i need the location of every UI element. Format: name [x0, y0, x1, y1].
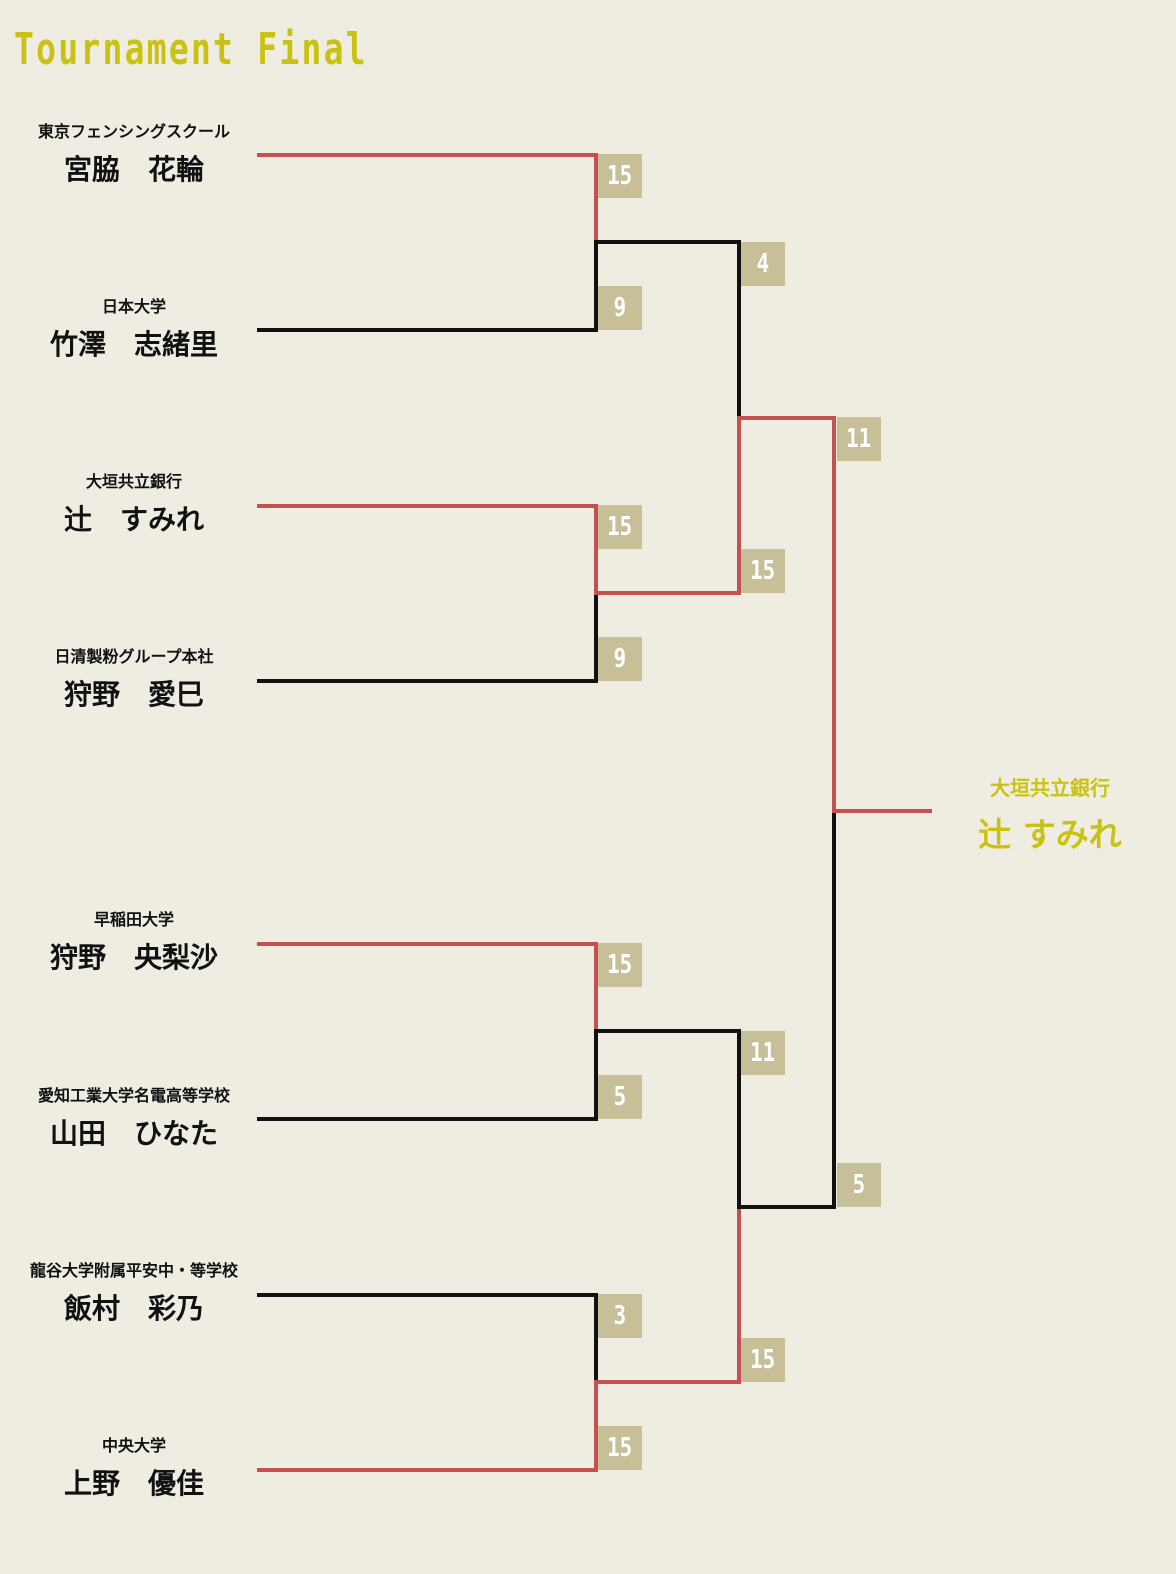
score-box: 11: [837, 417, 881, 461]
player-team: 東京フェンシングスクール: [37, 122, 230, 141]
player-team: 早稲田大学: [93, 910, 174, 929]
score-box: 3: [598, 1294, 642, 1338]
score-value: 15: [607, 161, 633, 191]
score-value: 3: [613, 1301, 627, 1331]
champion-team: 大垣共立銀行: [990, 776, 1110, 800]
player-entry: 愛知工業大学名電高等学校 山田 ひなた: [14, 1086, 254, 1154]
player-entry: 早稲田大学 狩野 央梨沙: [14, 910, 254, 978]
player-name: 竹澤 志緒里: [49, 328, 218, 361]
score-value: 9: [613, 293, 627, 323]
player-team: 大垣共立銀行: [85, 472, 182, 491]
player-name: 山田 ひなた: [49, 1117, 218, 1150]
score-box: 15: [598, 1426, 642, 1470]
score-value: 5: [613, 1082, 627, 1112]
score-box: 5: [598, 1075, 642, 1119]
score-box: 9: [598, 637, 642, 681]
score-value: 4: [756, 249, 770, 279]
score-box: 5: [837, 1163, 881, 1207]
player-team: 龍谷大学附属平安中・等学校: [29, 1261, 238, 1280]
score-value: 15: [750, 1345, 776, 1375]
player-entry: 日本大学 竹澤 志緒里: [14, 297, 254, 365]
score-box: 15: [741, 1338, 785, 1382]
player-team: 愛知工業大学名電高等学校: [37, 1086, 230, 1105]
score-value: 15: [750, 556, 776, 586]
score-value: 11: [846, 424, 872, 454]
player-entry: 日清製粉グループ本社 狩野 愛巳: [14, 647, 254, 715]
score-box: 15: [598, 943, 642, 987]
page-title: Tournament Final: [14, 24, 368, 75]
score-value: 15: [607, 1433, 633, 1463]
score-value: 5: [852, 1170, 866, 1200]
score-box: 15: [598, 154, 642, 198]
champion: 大垣共立銀行 辻 すみれ: [950, 775, 1150, 857]
player-team: 中央大学: [101, 1436, 166, 1455]
score-box: 15: [598, 505, 642, 549]
player-team: 日本大学: [101, 297, 166, 316]
player-name: 辻 すみれ: [63, 503, 204, 536]
player-entry: 東京フェンシングスクール 宮脇 花輪: [14, 122, 254, 190]
player-name: 飯村 彩乃: [63, 1292, 204, 1325]
player-entry: 龍谷大学附属平安中・等学校 飯村 彩乃: [14, 1261, 254, 1329]
score-value: 11: [750, 1038, 776, 1068]
score-value: 15: [607, 950, 633, 980]
score-box: 9: [598, 286, 642, 330]
champion-name: 辻 すみれ: [978, 815, 1122, 854]
player-entry: 大垣共立銀行 辻 すみれ: [14, 472, 254, 540]
player-name: 上野 優佳: [63, 1467, 204, 1500]
player-name: 狩野 央梨沙: [49, 941, 218, 974]
player-name: 狩野 愛巳: [63, 678, 204, 711]
score-value: 9: [613, 644, 627, 674]
score-box: 4: [741, 242, 785, 286]
score-value: 15: [607, 512, 633, 542]
player-name: 宮脇 花輪: [63, 153, 204, 186]
score-box: 11: [741, 1031, 785, 1075]
score-box: 15: [741, 549, 785, 593]
player-team: 日清製粉グループ本社: [54, 647, 214, 666]
player-entry: 中央大学 上野 優佳: [14, 1436, 254, 1504]
